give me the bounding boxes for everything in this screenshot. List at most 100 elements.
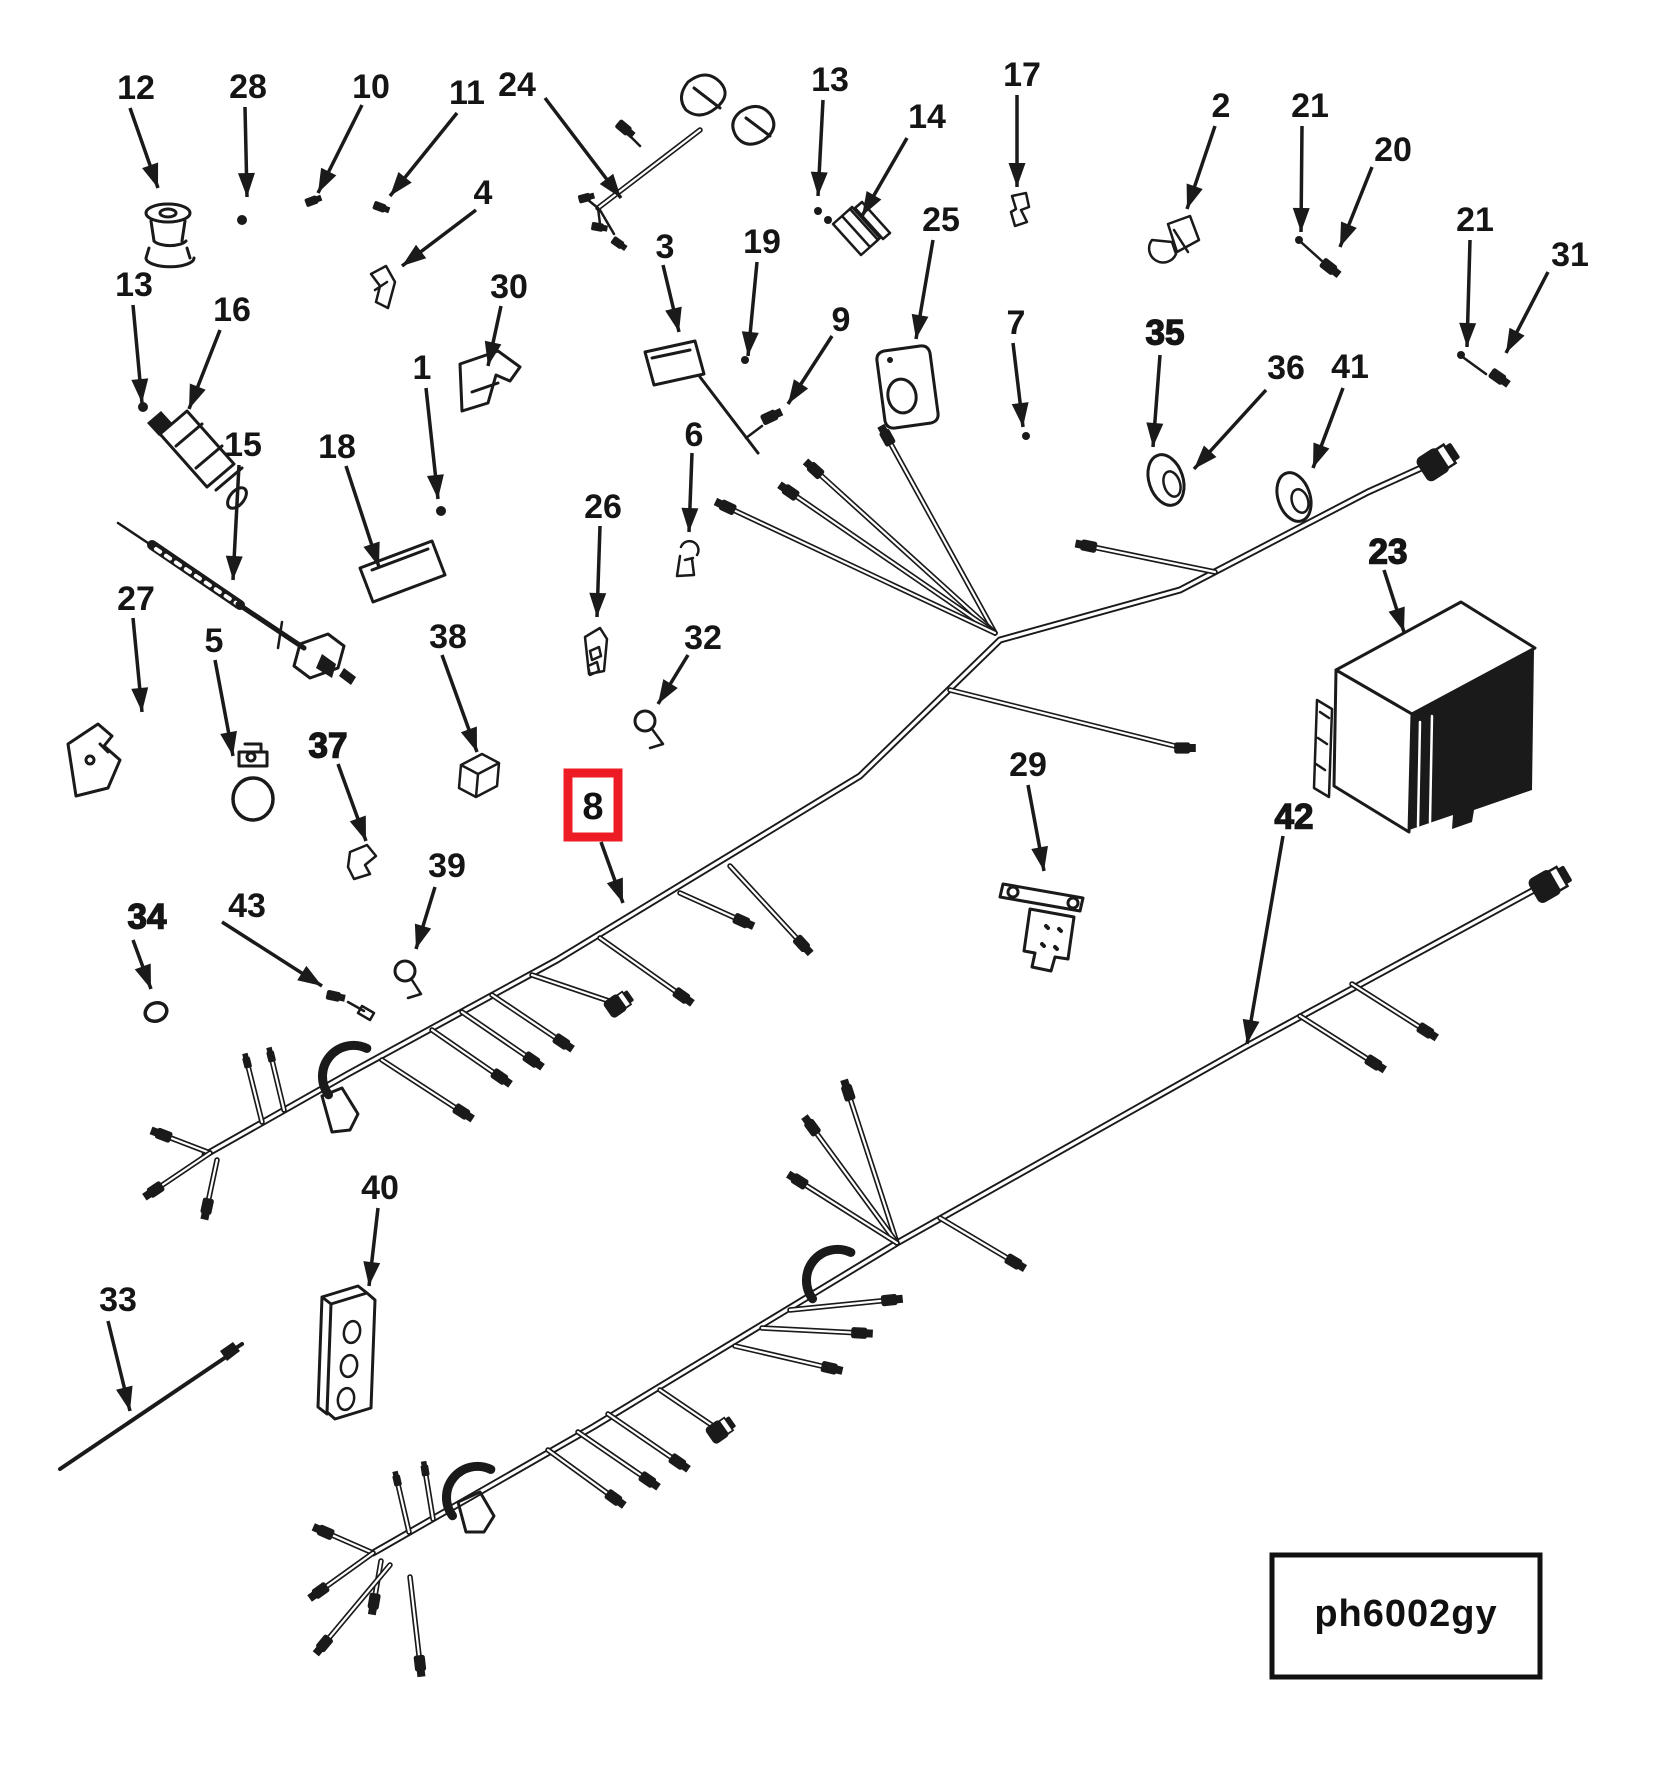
part-glyph-clip-6 (675, 539, 700, 578)
connector-body (732, 913, 751, 929)
part-glyph-conn-43-tail (346, 1000, 376, 1022)
part-label-17: 17 (1003, 56, 1041, 94)
part-ring (393, 959, 417, 983)
harness-clamp (442, 1461, 496, 1521)
part-glyph-sensor-16 (158, 409, 244, 492)
connector-tip (1499, 376, 1511, 388)
part-glyph-plate-25 (875, 344, 940, 430)
arrow-21-head (1459, 322, 1477, 347)
part-glyph-clip-37 (346, 843, 378, 881)
connector-body (851, 1327, 868, 1339)
part-label-5: 5 (205, 622, 224, 660)
round-connector (603, 990, 634, 1018)
part-oval (226, 486, 248, 510)
part-glyph-clip-26 (583, 626, 609, 677)
arrow-20-head (1340, 221, 1357, 247)
connector-body (316, 1524, 335, 1540)
connector-blob (1364, 1054, 1387, 1074)
arrow-1-head (426, 474, 444, 499)
connector-tip (802, 458, 815, 470)
wire-core (948, 688, 1185, 750)
connector-tip (1074, 539, 1085, 549)
connector-tip (1330, 266, 1342, 279)
arrow-4-head (402, 244, 427, 266)
round-connector (705, 1416, 736, 1444)
part-label-21: 21 (1291, 87, 1329, 125)
connector-tip (801, 1114, 813, 1126)
connector-blob (312, 1634, 333, 1657)
branch-wire-core (245, 1060, 264, 1124)
connector-blob (149, 1126, 173, 1143)
footer-part-number: ph6002gy (1314, 1593, 1497, 1635)
part-glyph-leaf-24-b (731, 105, 776, 146)
part-glyph-cable-15-conn-fill (316, 654, 356, 685)
part-glyph-stud-9-tail (744, 424, 764, 440)
arrow-18-head (363, 541, 380, 567)
arrow-40-head (363, 1261, 381, 1286)
connector-tip (1016, 1261, 1028, 1272)
arrow-33-head (116, 1385, 133, 1411)
connector-body (200, 1197, 214, 1215)
part-glyph-box-23-notch (1498, 797, 1521, 814)
part-label-27: 27 (117, 580, 155, 618)
connector-tip (840, 1078, 851, 1089)
fan-wire-core (797, 1179, 899, 1245)
arrow-41-head (1313, 442, 1330, 468)
part-connector (577, 192, 596, 204)
connector-blob (840, 1078, 856, 1102)
round-connector (1416, 442, 1460, 482)
arrow-10-head (318, 167, 337, 193)
branch-wire-core (1086, 544, 1217, 574)
part-glyph-terminal-17 (1009, 191, 1031, 228)
arrow-37-head (349, 815, 366, 841)
fan-wire-core (885, 435, 997, 635)
arrow-5-head (220, 730, 237, 756)
connector-blob (801, 1114, 821, 1137)
arrow-29-head (1031, 845, 1048, 871)
connector-body (154, 1127, 173, 1143)
part-glyph-tie-33-head (220, 1342, 240, 1361)
part-label-12: 12 (117, 69, 155, 107)
part-oval (886, 377, 918, 415)
part-glyph-plate-18 (358, 539, 447, 604)
arrow-16-head (189, 383, 206, 409)
part-label-37: 37 (309, 727, 348, 766)
connector-blob (452, 1103, 475, 1123)
highlight-box-8 (563, 768, 623, 842)
connector-body (420, 1464, 430, 1477)
connector-tip (337, 993, 346, 1002)
part-glyph-bracket-29-dots (1040, 924, 1063, 951)
connector-body (325, 989, 341, 1002)
connector-blob (307, 1582, 330, 1602)
branch-wire-core (1350, 982, 1428, 1033)
branch-wire-core (460, 1010, 534, 1062)
part-glyph-tie-33 (58, 1342, 244, 1471)
connector-tip (679, 1461, 691, 1473)
small-part-dot (1022, 432, 1030, 440)
connector-blob (1416, 1022, 1439, 1042)
branch-wire-core (269, 1054, 286, 1112)
connector-blob (142, 1181, 165, 1201)
round-connector (1528, 865, 1572, 903)
part-glyph-wire-31 (1462, 356, 1488, 376)
part-label-40: 40 (361, 1169, 399, 1207)
part-glyph-box-23-front (1332, 668, 1414, 834)
connector-blob (851, 1327, 873, 1339)
connector-body (372, 201, 387, 213)
connector-tip (1187, 744, 1196, 752)
small-part-dot (824, 216, 832, 224)
part-label-18: 18 (318, 428, 356, 466)
connector-tip (311, 1523, 323, 1534)
arrow-19-head (741, 331, 759, 356)
part-label-31: 31 (1551, 236, 1589, 274)
small-part-dot (436, 506, 446, 516)
small-part-dot (1457, 351, 1465, 359)
connector-tip (367, 1606, 378, 1616)
arrow-32-head (658, 679, 678, 704)
cap-end (724, 1416, 736, 1429)
arrow-24-head (599, 173, 621, 198)
connector-tip (307, 1590, 319, 1602)
footer-box-group: ph6002gy (1269, 1552, 1543, 1680)
part-glyph-wire-24-x (586, 130, 642, 236)
part-label-38: 38 (429, 618, 467, 656)
